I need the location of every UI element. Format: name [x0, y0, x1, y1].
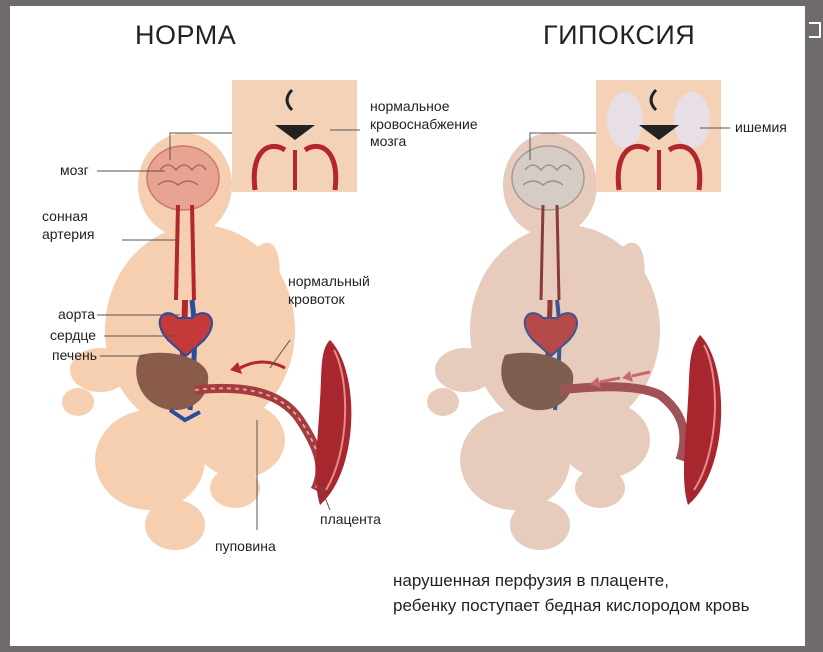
brain-inset-norm [232, 80, 357, 192]
label-carotid: сонная артерия [42, 208, 95, 243]
title-hypoxia: ГИПОКСИЯ [543, 20, 695, 51]
label-liver: печень [52, 347, 97, 365]
label-umbilical-cord: пуповина [215, 538, 276, 556]
label-normal-flow: нормальный кровоток [288, 273, 370, 308]
brain-inset-hypoxia [596, 80, 721, 192]
label-brain: мозг [60, 162, 89, 180]
label-normal-supply: нормальное кровоснабжение мозга [370, 98, 478, 151]
label-placenta: плацента [320, 511, 381, 529]
label-aorta: аорта [58, 306, 95, 324]
title-norm: НОРМА [135, 20, 236, 51]
caption-perfusion: нарушенная перфузия в плаценте, ребенку … [393, 569, 750, 618]
baby-norm [62, 133, 351, 550]
label-heart: сердце [50, 327, 96, 345]
baby-hypoxia [427, 133, 721, 550]
label-ischemia: ишемия [735, 119, 787, 137]
